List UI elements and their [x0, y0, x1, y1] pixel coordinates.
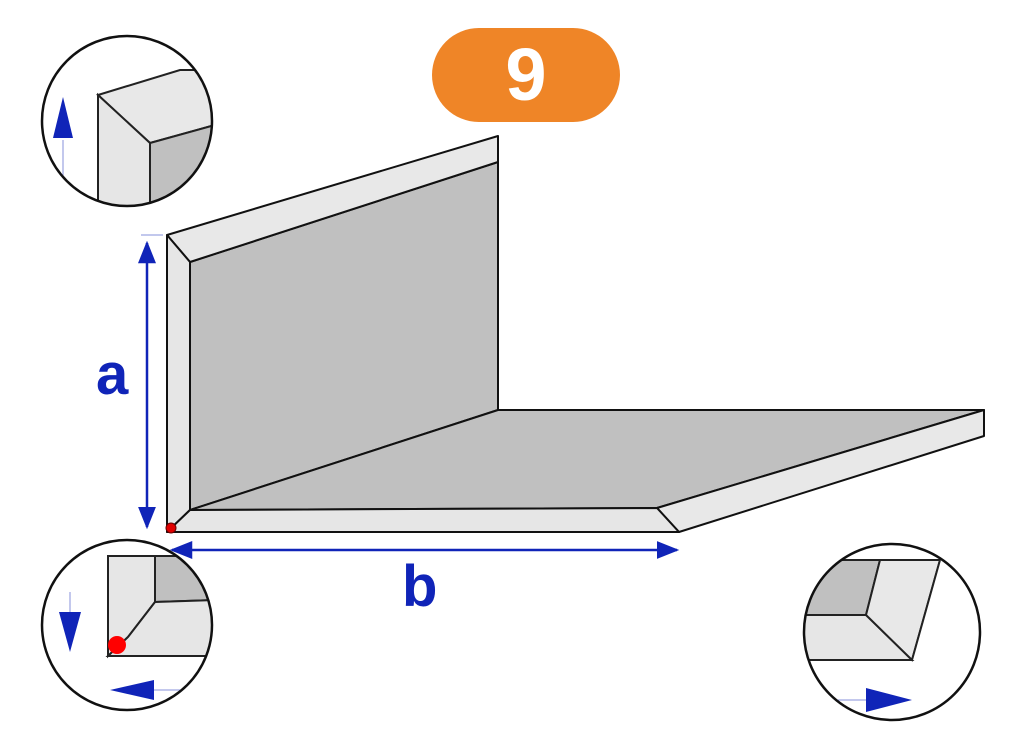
arrow-right-icon	[866, 688, 912, 712]
profile-number: 9	[505, 33, 547, 116]
origin-dot	[165, 522, 177, 534]
end-corner-detail	[802, 542, 982, 722]
angle-profile	[166, 135, 985, 533]
dimension-b-label: b	[402, 554, 438, 619]
dimension-a-arrow	[138, 234, 163, 530]
arrow-up-icon	[53, 97, 73, 138]
horizontal-leg-front-face	[166, 507, 680, 533]
arrow-down-icon	[59, 612, 81, 652]
arrow-left-icon	[110, 680, 154, 700]
vertical-leg-front-face	[166, 234, 191, 533]
profile-number-badge: 9	[432, 28, 620, 122]
top-corner-detail	[40, 34, 214, 208]
dimension-a-label: a	[96, 342, 129, 407]
origin-corner-detail	[40, 538, 214, 712]
